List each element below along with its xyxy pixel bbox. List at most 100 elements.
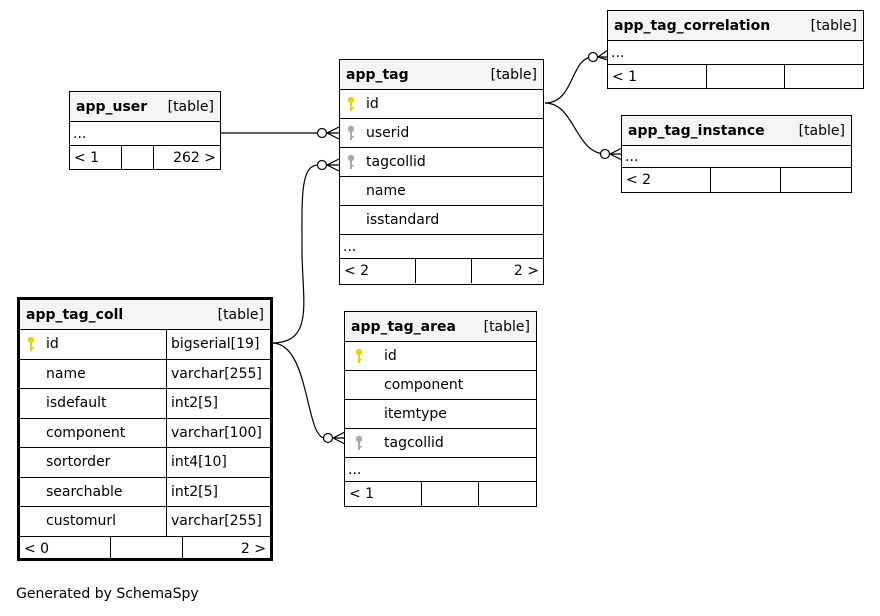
- link-coll-to-app-tag: [271, 164, 319, 344]
- column-row: id: [345, 342, 536, 371]
- table-type-label: [table]: [483, 318, 530, 335]
- table-type-label: [table]: [810, 17, 857, 34]
- footer-count: [110, 536, 182, 561]
- table-type-label: [table]: [167, 98, 214, 115]
- primary-key-icon: [20, 336, 42, 352]
- foreign-key-icon: [340, 154, 362, 170]
- column-row: id bigserial[19]: [20, 330, 270, 360]
- table-header: app_tag_instance [table]: [622, 116, 851, 146]
- footer-children: 2 >: [182, 536, 270, 561]
- link-app-tag-to-instance: [544, 102, 607, 155]
- ellipsis-row: ...: [340, 235, 543, 259]
- table-name: app_tag_area: [351, 318, 456, 335]
- column-name: name: [366, 183, 406, 199]
- ellipsis: ...: [343, 238, 357, 255]
- column-name: userid: [366, 125, 410, 141]
- column-row: id: [340, 90, 543, 119]
- footer-children: 262 >: [153, 146, 220, 170]
- ellipsis-row: ...: [622, 146, 851, 168]
- table-type-label: [table]: [490, 66, 537, 83]
- column-name: itemtype: [384, 406, 447, 422]
- table-footer: < 1 262 >: [70, 146, 220, 170]
- footer-parents: < 2: [626, 172, 652, 188]
- table-type-label: [table]: [217, 306, 264, 323]
- table-app-tag-correlation[interactable]: app_tag_correlation [table] ... < 1: [607, 10, 864, 89]
- table-name: app_tag: [346, 66, 409, 83]
- footer-children: [780, 168, 851, 192]
- table-app-tag-instance[interactable]: app_tag_instance [table] ... < 2: [621, 115, 852, 193]
- column-name: id: [384, 348, 397, 364]
- crows-foot: [609, 147, 623, 161]
- table-app-user[interactable]: app_user [table] ... < 1 262 >: [69, 91, 221, 170]
- table-app-tag-coll[interactable]: app_tag_coll [table] id bigserial[19] na…: [17, 297, 273, 561]
- crows-foot: [326, 126, 340, 140]
- column-type: varchar[255]: [166, 359, 270, 388]
- column-type: int4[10]: [166, 448, 270, 477]
- column-row: tagcollid: [345, 429, 536, 458]
- column-name: name: [46, 365, 86, 382]
- table-header: app_user [table]: [70, 92, 220, 122]
- footer-count: [706, 65, 784, 89]
- column-row: component: [345, 371, 536, 400]
- column-row: isstandard: [340, 206, 543, 235]
- footer-count: [415, 259, 471, 283]
- table-name: app_user: [76, 98, 148, 115]
- column-name: component: [384, 377, 464, 393]
- ellipsis: ...: [625, 148, 639, 165]
- crows-foot: [332, 431, 346, 445]
- ellipsis: ...: [348, 461, 362, 478]
- table-header: app_tag_correlation [table]: [608, 11, 863, 41]
- crows-foot: [597, 49, 609, 61]
- footer-parents: < 1: [74, 150, 100, 166]
- column-row: tagcollid: [340, 148, 543, 177]
- column-row: isdefault int2[5]: [20, 389, 270, 419]
- table-header: app_tag [table]: [340, 60, 543, 90]
- footer-count: [421, 482, 478, 506]
- optional-circle: [316, 127, 328, 139]
- generated-by-label: Generated by SchemaSpy: [16, 586, 199, 602]
- column-type: int2[5]: [166, 389, 270, 418]
- foreign-key-icon: [345, 435, 373, 451]
- column-name: id: [366, 96, 379, 112]
- table-footer: < 2: [622, 168, 851, 192]
- table-header: app_tag_coll [table]: [20, 300, 270, 330]
- footer-count: [121, 146, 153, 170]
- table-header: app_tag_area [table]: [345, 312, 536, 342]
- primary-key-icon: [345, 348, 373, 364]
- optional-circle: [316, 159, 328, 171]
- footer-children: [478, 482, 536, 506]
- column-row: itemtype: [345, 400, 536, 429]
- table-footer: < 1: [345, 482, 536, 506]
- link-app-tag-to-correlation: [544, 56, 594, 104]
- foreign-key-icon: [340, 125, 362, 141]
- table-app-tag[interactable]: app_tag [table] id userid tagcollid name…: [339, 59, 544, 285]
- column-name: tagcollid: [366, 154, 426, 170]
- column-type: varchar[255]: [166, 507, 270, 536]
- column-name: id: [46, 336, 59, 353]
- column-type: bigserial[19]: [166, 330, 270, 359]
- footer-parents: < 1: [349, 486, 375, 502]
- column-name: component: [46, 424, 126, 441]
- column-row: searchable int2[5]: [20, 477, 270, 507]
- footer-parents: < 1: [612, 69, 638, 85]
- table-name: app_tag_coll: [26, 306, 124, 323]
- primary-key-icon: [340, 96, 362, 112]
- column-name: isdefault: [46, 395, 107, 412]
- table-type-label: [table]: [798, 122, 845, 139]
- table-name: app_tag_correlation: [614, 17, 771, 34]
- column-row: component varchar[100]: [20, 418, 270, 448]
- table-name: app_tag_instance: [628, 122, 765, 139]
- table-footer: < 2 2 >: [340, 259, 543, 283]
- table-app-tag-area[interactable]: app_tag_area [table] id component itemty…: [344, 311, 537, 507]
- footer-count: [710, 168, 780, 192]
- optional-circle: [322, 432, 334, 444]
- column-row: userid: [340, 119, 543, 148]
- link-coll-to-area: [271, 342, 326, 439]
- table-footer: < 0 2 >: [20, 536, 270, 561]
- table-footer: < 1: [608, 65, 863, 89]
- footer-children: 2 >: [471, 259, 543, 283]
- optional-circle: [599, 148, 611, 160]
- optional-circle: [587, 51, 599, 63]
- column-row: name varchar[255]: [20, 359, 270, 389]
